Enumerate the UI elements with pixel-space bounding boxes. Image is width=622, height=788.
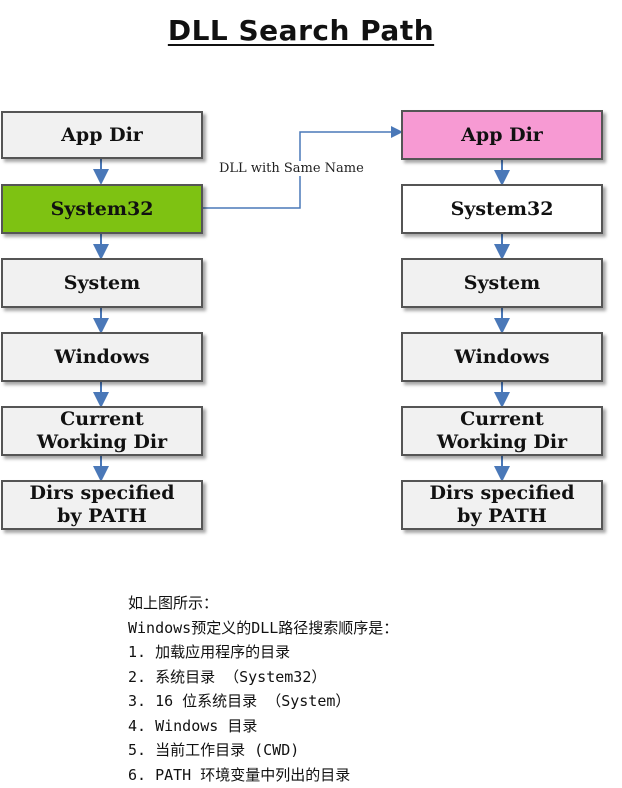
- notes-heading: Windows预定义的DLL路径搜索顺序是：: [128, 618, 399, 637]
- right-box-path-dirs: Dirs specified by PATH: [401, 480, 603, 530]
- page-title: DLL Search Path: [167, 14, 435, 47]
- right-box-current-working-dir: Current Working Dir: [401, 406, 603, 456]
- left-box-path-dirs: Dirs specified by PATH: [1, 480, 203, 530]
- left-box-current-working-dir: Current Working Dir: [1, 406, 203, 456]
- right-box-system32: System32: [401, 184, 603, 234]
- left-box-system32: System32: [1, 184, 203, 234]
- connector-label: DLL with Same Name: [216, 161, 367, 176]
- right-box-app-dir: App Dir: [401, 110, 603, 160]
- left-box-windows: Windows: [1, 332, 203, 382]
- notes-intro: 如上图所示：: [128, 594, 219, 612]
- notes-item: 1. 加载应用程序的目录: [128, 643, 291, 661]
- left-box-system: System: [1, 258, 203, 308]
- notes-item: 5. 当前工作目录 (CWD): [128, 741, 300, 759]
- search-order-notes: 如上图所示： Windows预定义的DLL路径搜索顺序是： 1. 加载应用程序的…: [128, 591, 398, 787]
- notes-item: 4. Windows 目录: [128, 716, 258, 735]
- right-box-system: System: [401, 258, 603, 308]
- notes-item: 6. PATH 环境变量中列出的目录: [128, 765, 351, 784]
- left-box-app-dir: App Dir: [1, 111, 203, 159]
- notes-item: 2. 系统目录 （System32）: [128, 667, 327, 686]
- notes-item: 3. 16 位系统目录 （System）: [128, 692, 351, 710]
- right-box-windows: Windows: [401, 332, 603, 382]
